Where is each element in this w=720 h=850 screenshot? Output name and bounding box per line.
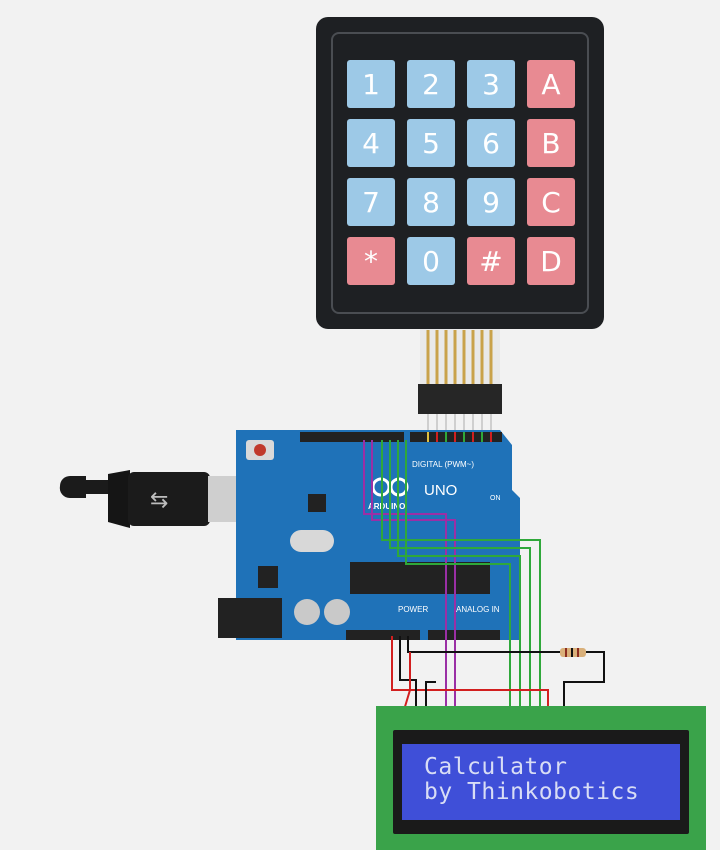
analog-header-label: ANALOG IN xyxy=(456,605,500,614)
keypad-border xyxy=(331,32,589,314)
arduino-model: UNO xyxy=(424,482,457,499)
power-header-label: POWER xyxy=(398,605,428,614)
on-led-label: ON xyxy=(490,495,501,502)
lcd-wires xyxy=(363,440,605,711)
svg-text:⇆: ⇆ xyxy=(150,488,168,513)
digital-header-label: DIGITAL (PWM~) xyxy=(412,460,474,469)
keypad-wires xyxy=(427,432,492,442)
arduino-brand: ARDUINO xyxy=(368,502,405,511)
resistor[interactable] xyxy=(560,648,586,657)
keypad-ribbon-cable xyxy=(418,329,502,432)
usb-cable[interactable]: ⇆ xyxy=(59,470,264,528)
lcd-screen xyxy=(402,744,680,820)
lcd-line-1: Calculator xyxy=(424,754,568,780)
lcd-line-2: by Thinkobotics xyxy=(424,779,640,805)
